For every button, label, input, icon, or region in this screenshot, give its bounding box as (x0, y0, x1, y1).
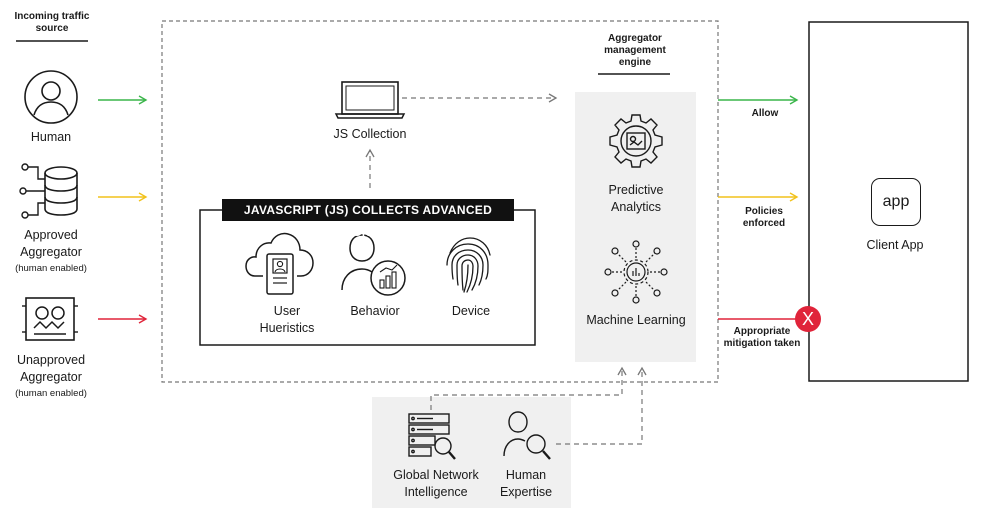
server-search-icon (408, 413, 456, 460)
sources-heading: Incoming traffic source (14, 11, 90, 34)
client-app-label: Client App (866, 238, 924, 252)
block-marker: X (801, 309, 814, 329)
policies-label: Policies enforced (742, 206, 786, 229)
unapproved-aggregator-label: Unapproved Aggregator (16, 353, 86, 384)
approved-aggregator-label: Approved Aggregator (20, 228, 82, 259)
engine-heading: Aggregator management engine (604, 33, 666, 68)
person-search-icon (503, 411, 551, 460)
signals-box (199, 209, 536, 346)
unapproved-aggregator-icon (22, 297, 78, 341)
approved-aggregator-sublabel: (human enabled) (15, 263, 87, 274)
predictive-analytics-label: Predictive Analytics (608, 183, 664, 214)
allow-label: Allow (751, 108, 779, 119)
mitigation-label: Appropriate mitigation taken (723, 326, 801, 349)
gear-analytics-icon (609, 114, 663, 168)
machine-learning-label: Machine Learning (586, 313, 686, 327)
app-icon: app (871, 178, 921, 226)
cloud-phone-icon (245, 232, 314, 295)
global-intel-arrow (430, 366, 627, 410)
unapproved-aggregator-sublabel: (human enabled) (15, 388, 87, 399)
human-label: Human (30, 130, 72, 144)
js-collection-label: JS Collection (333, 127, 407, 141)
signals-header: JAVASCRIPT (JS) COLLECTS ADVANCED SIGNAL… (222, 199, 514, 239)
expertise-arrow (556, 366, 647, 445)
global-intel-label: Global Network Intelligence (393, 468, 479, 499)
engine-container (161, 20, 719, 383)
behavior-icon (341, 234, 406, 296)
user-heuristics-label: User Hueristics (259, 304, 315, 335)
laptop-icon (334, 81, 406, 119)
device-label: Device (451, 304, 491, 318)
machine-learning-icon (604, 240, 668, 304)
human-icon (24, 70, 78, 124)
database-icon (19, 163, 78, 219)
block-marker-circle (795, 306, 821, 332)
human-expertise-label: Human Expertise (499, 468, 553, 499)
engine-panel (575, 92, 696, 362)
behavior-label: Behavior (350, 304, 400, 318)
fingerprint-icon (446, 237, 491, 293)
